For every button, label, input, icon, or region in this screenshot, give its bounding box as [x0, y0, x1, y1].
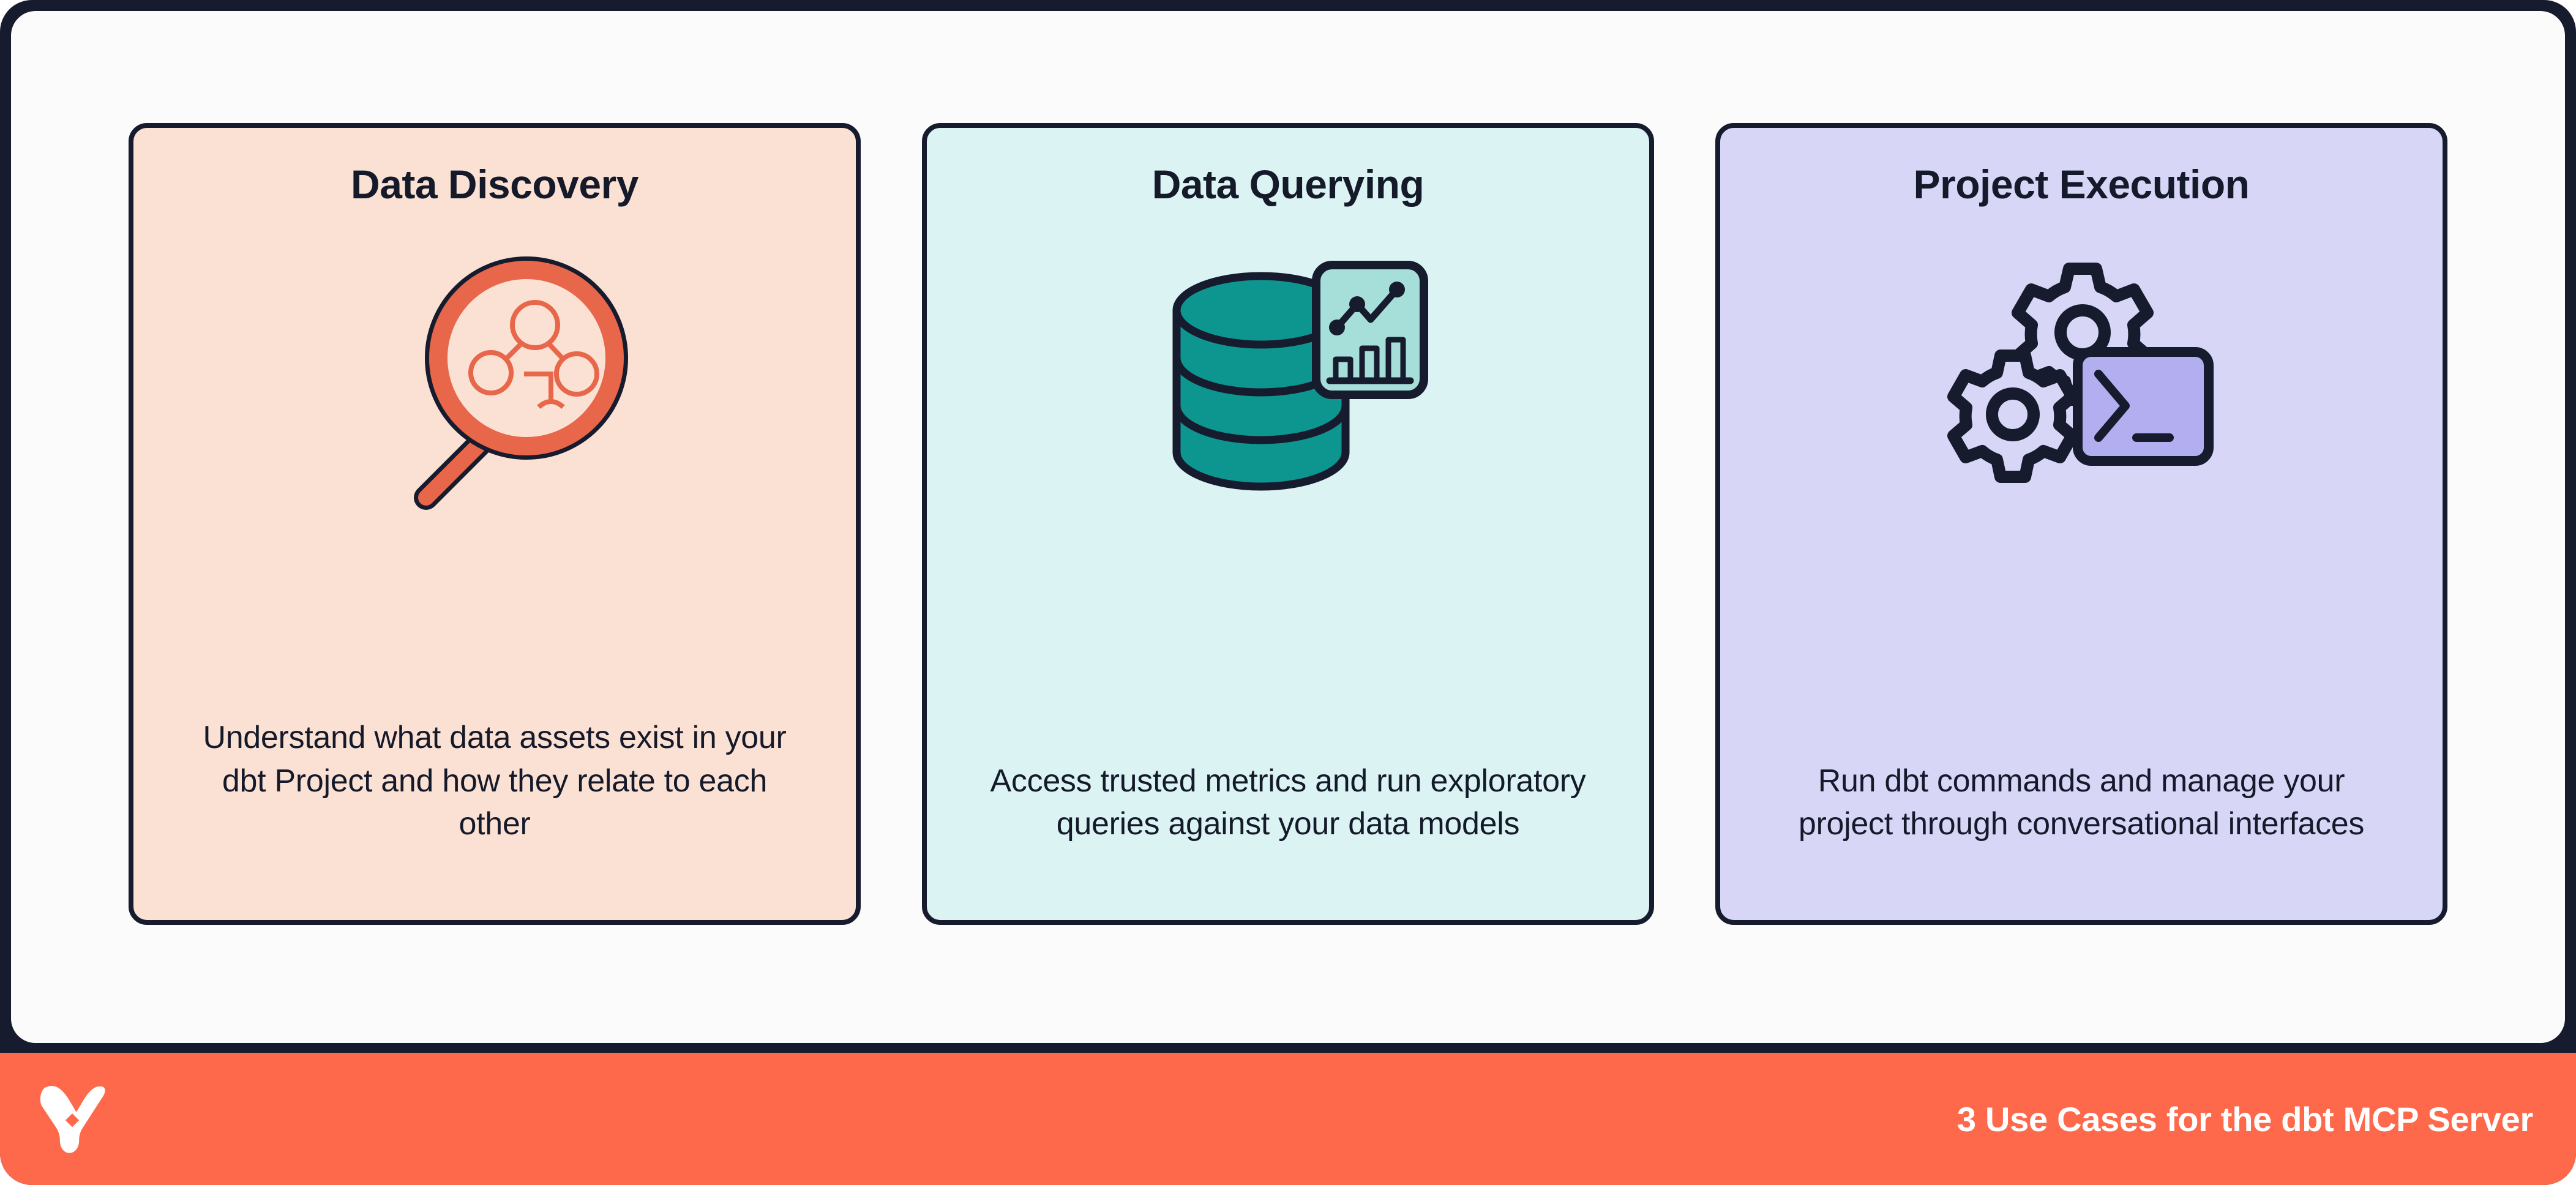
- main-panel: Data Discovery: [11, 11, 2565, 1043]
- magnifying-glass-lineage-icon: [360, 233, 629, 545]
- use-case-cards-row: Data Discovery: [129, 123, 2447, 925]
- gears-terminal-icon: [1947, 233, 2216, 545]
- use-case-card-project-execution[interactable]: Project Execution: [1715, 123, 2447, 925]
- card-title: Data Querying: [1151, 162, 1425, 207]
- card-title: Project Execution: [1913, 162, 2250, 207]
- card-description: Access trusted metrics and run explorato…: [990, 763, 1586, 842]
- card-description: Understand what data assets exist in you…: [203, 720, 787, 842]
- footer-bar: 3 Use Cases for the dbt MCP Server: [0, 1053, 2576, 1185]
- use-case-card-data-querying[interactable]: Data Querying: [922, 123, 1654, 925]
- footer-caption: 3 Use Cases for the dbt MCP Server: [1956, 1099, 2533, 1138]
- use-case-card-data-discovery[interactable]: Data Discovery: [129, 123, 861, 925]
- card-title: Data Discovery: [351, 162, 638, 207]
- card-description: Run dbt commands and manage your project…: [1798, 763, 2365, 842]
- dbt-logo-icon: [38, 1083, 107, 1154]
- database-chart-icon: [1153, 233, 1428, 545]
